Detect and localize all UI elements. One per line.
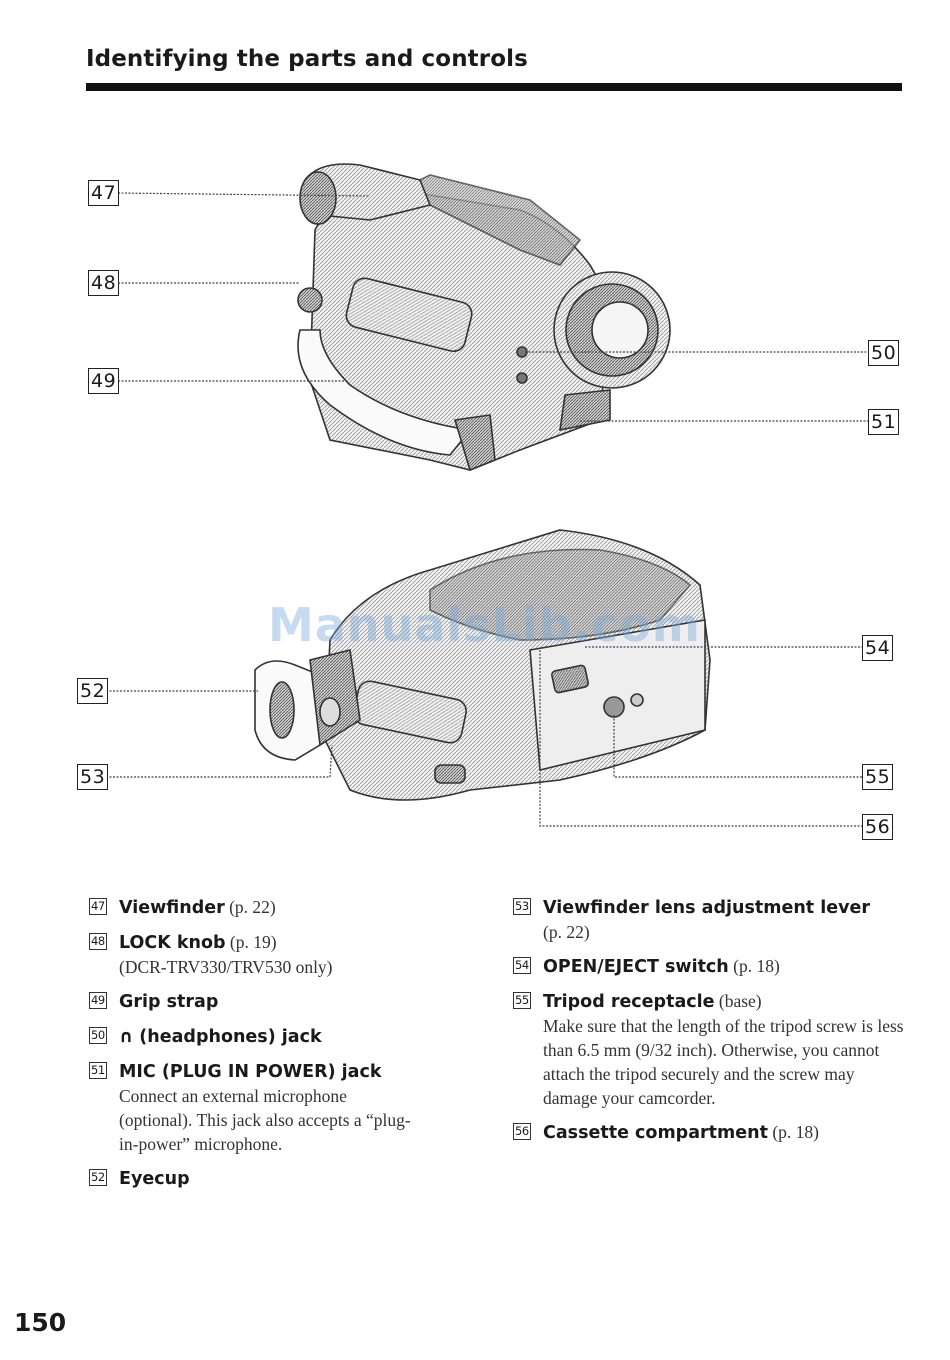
camcorder-front-view bbox=[297, 163, 671, 472]
page-title: Identifying the parts and controls bbox=[86, 46, 528, 72]
item-term: OPEN/EJECT switch bbox=[543, 957, 729, 977]
callout-53: 53 bbox=[77, 764, 109, 790]
watermark: ManualsLib.com bbox=[268, 598, 701, 652]
item-ref: (p. 22) bbox=[224, 897, 276, 917]
callout-48: 48 bbox=[88, 270, 120, 296]
item-ref: (base) bbox=[714, 991, 762, 1011]
list-item: 48 LOCK knob (p. 19) (DCR-TRV330/TRV530 … bbox=[89, 930, 419, 979]
callout-52: 52 bbox=[77, 678, 109, 704]
callout-54: 54 bbox=[862, 635, 894, 661]
parts-list-left: 47 Viewfinder (p. 22) 48 LOCK knob (p. 1… bbox=[89, 895, 419, 1201]
item-term: Viewfinder bbox=[119, 898, 225, 918]
item-number: 47 bbox=[89, 898, 107, 915]
callout-50: 50 bbox=[868, 340, 900, 366]
callout-56: 56 bbox=[862, 814, 894, 840]
item-description: (DCR-TRV330/TRV530 only) bbox=[119, 957, 333, 977]
item-number: 51 bbox=[89, 1062, 107, 1079]
list-item: 55 Tripod receptacle (base) Make sure th… bbox=[513, 989, 908, 1110]
item-ref: (p. 18) bbox=[767, 1122, 819, 1142]
item-term: Viewfinder lens adjustment lever bbox=[543, 898, 871, 918]
camcorder-illustration bbox=[106, 163, 868, 827]
item-term: MIC (PLUG IN POWER) jack bbox=[119, 1062, 382, 1082]
item-description: Make sure that the length of the tripod … bbox=[543, 1016, 904, 1108]
list-item: 49 Grip strap bbox=[89, 989, 419, 1014]
title-rule bbox=[86, 83, 902, 91]
item-number: 54 bbox=[513, 957, 531, 974]
item-description: (p. 22) bbox=[543, 922, 590, 942]
item-term: LOCK knob bbox=[119, 933, 226, 953]
item-term: ∩ (headphones) jack bbox=[119, 1027, 322, 1047]
item-number: 50 bbox=[89, 1027, 107, 1044]
item-term: Tripod receptacle bbox=[543, 992, 715, 1012]
item-number: 52 bbox=[89, 1169, 107, 1186]
page-number: 150 bbox=[14, 1308, 67, 1337]
item-description: Connect an external microphone (optional… bbox=[119, 1086, 411, 1154]
list-item: 54 OPEN/EJECT switch (p. 18) bbox=[513, 954, 908, 979]
item-term: Eyecup bbox=[119, 1169, 190, 1189]
item-term: Grip strap bbox=[119, 992, 219, 1012]
item-number: 55 bbox=[513, 992, 531, 1009]
list-item: 52 Eyecup bbox=[89, 1166, 419, 1191]
item-ref: (p. 18) bbox=[728, 956, 780, 976]
list-item: 50 ∩ (headphones) jack bbox=[89, 1024, 419, 1049]
callout-49: 49 bbox=[88, 368, 120, 394]
item-ref: (p. 19) bbox=[225, 932, 277, 952]
item-term: Cassette compartment bbox=[543, 1123, 768, 1143]
item-number: 53 bbox=[513, 898, 531, 915]
callout-55: 55 bbox=[862, 764, 894, 790]
list-item: 53 Viewfinder lens adjustment lever (p. … bbox=[513, 895, 908, 944]
callout-47: 47 bbox=[88, 180, 120, 206]
list-item: 47 Viewfinder (p. 22) bbox=[89, 895, 419, 920]
camcorder-rear-view bbox=[254, 529, 711, 801]
callout-51: 51 bbox=[868, 409, 900, 435]
item-number: 49 bbox=[89, 992, 107, 1009]
parts-list-right: 53 Viewfinder lens adjustment lever (p. … bbox=[513, 895, 908, 1155]
item-number: 56 bbox=[513, 1123, 531, 1140]
item-number: 48 bbox=[89, 933, 107, 950]
list-item: 56 Cassette compartment (p. 18) bbox=[513, 1120, 908, 1145]
list-item: 51 MIC (PLUG IN POWER) jack Connect an e… bbox=[89, 1059, 419, 1156]
